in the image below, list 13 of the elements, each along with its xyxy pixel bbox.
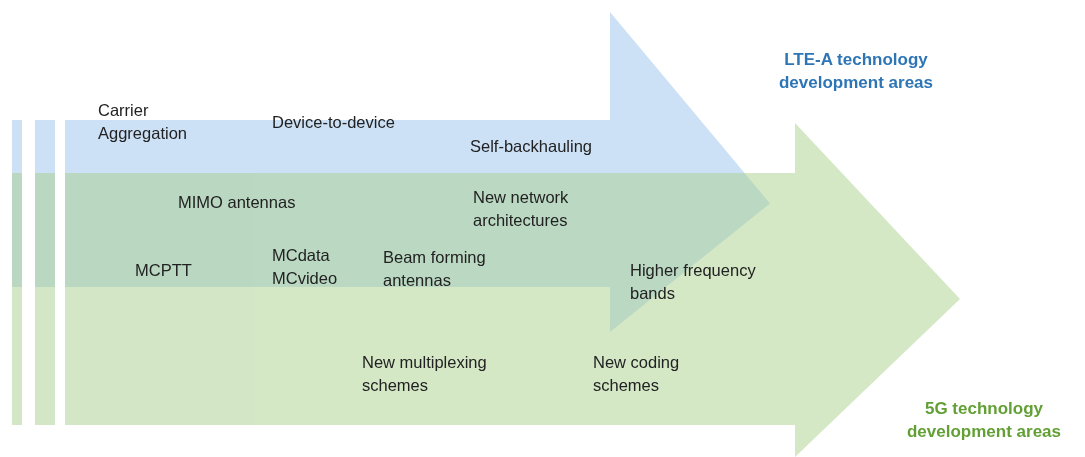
technology-label: Device-to-device [272,112,396,133]
technology-label: Higher frequency bands [630,260,757,304]
technology-label: New multiplexing schemes [362,352,488,396]
arrow-heading: LTE-A technology development areas [778,49,934,94]
technology-label: MIMO antennas [178,192,297,213]
technology-label: New network architectures [473,187,570,231]
arrow-heading: 5G technology development areas [906,398,1062,443]
technology-label: Beam forming antennas [383,247,487,291]
technology-label: MCdata MCvideo [272,245,339,289]
technology-label: Carrier Aggregation [98,100,188,144]
technology-label: New coding schemes [593,352,681,396]
technology-label: MCPTT [135,260,193,281]
technology-label: Self-backhauling [470,136,593,157]
